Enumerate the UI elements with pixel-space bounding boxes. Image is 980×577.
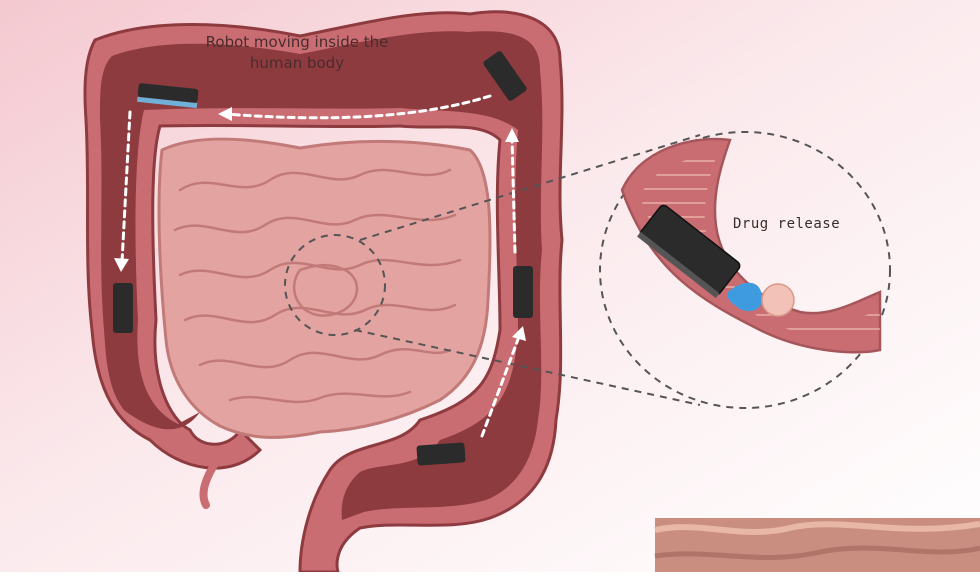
robot-right	[513, 266, 533, 318]
robot-left	[113, 283, 133, 333]
robot-moving-label-line-2: human body	[182, 53, 412, 74]
target-cells	[762, 284, 794, 316]
robot-moving-label: Robot moving inside the human body	[182, 32, 412, 74]
tissue-photo	[655, 518, 980, 572]
drug-release-label: Drug release	[733, 216, 840, 232]
robot-moving-label-line-1: Robot moving inside the	[182, 32, 412, 53]
robot-bottom	[416, 442, 465, 465]
small-intestine	[159, 139, 490, 437]
